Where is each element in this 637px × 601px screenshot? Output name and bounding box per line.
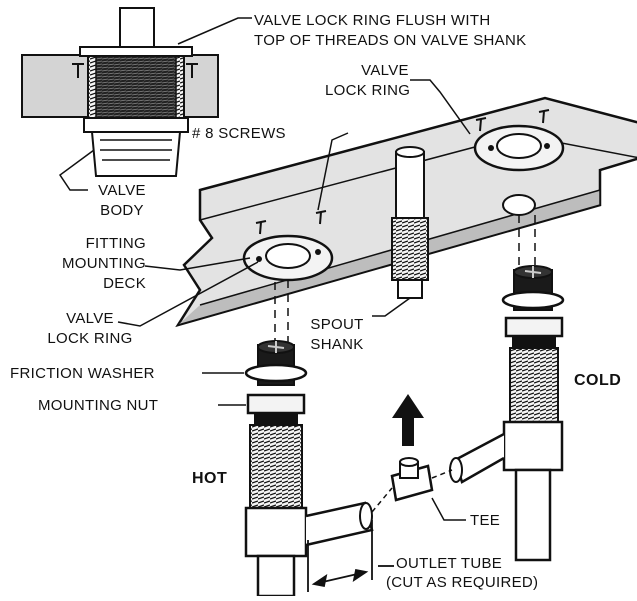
friction-washer bbox=[244, 363, 308, 383]
inset-valve-body bbox=[90, 131, 182, 177]
hot-valve bbox=[244, 340, 374, 598]
screw-icons bbox=[255, 109, 550, 235]
label-valve-body-1: VALVE bbox=[98, 182, 146, 199]
spout-shank bbox=[391, 146, 429, 299]
valve-lock-ring-left bbox=[242, 234, 334, 282]
label-valve-lock-ring-left-2: LOCK RING bbox=[47, 330, 133, 347]
up-arrow-icon bbox=[392, 394, 424, 446]
label-friction-washer: FRICTION WASHER bbox=[10, 365, 155, 382]
label-hot: HOT bbox=[192, 470, 228, 487]
cold-valve bbox=[449, 265, 565, 562]
inset-cross-section bbox=[21, 7, 252, 191]
label-spout-shank-1: SPOUT bbox=[310, 316, 364, 333]
mounting-nut bbox=[246, 393, 306, 415]
inset-mounting-nut bbox=[83, 117, 189, 133]
valve-lock-ring-right bbox=[473, 124, 565, 172]
label-outlet-tube-1: OUTLET TUBE bbox=[396, 555, 503, 572]
label-valve-lock-ring-right-1: VALVE bbox=[361, 62, 409, 79]
outlet-tube-dimension bbox=[307, 520, 394, 592]
label-fitting-deck-2: MOUNTING bbox=[61, 255, 146, 272]
label-screws: # 8 SCREWS bbox=[192, 125, 286, 142]
label-valve-body-2: BODY bbox=[100, 202, 144, 219]
inset-lock-ring bbox=[79, 46, 193, 57]
label-spout-shank-2: SHANK bbox=[310, 336, 364, 353]
label-lock-ring-flush-1: VALVE LOCK RING FLUSH WITH bbox=[254, 12, 491, 29]
label-mounting-nut: MOUNTING NUT bbox=[38, 397, 159, 414]
alignment-lines bbox=[274, 215, 536, 345]
label-valve-lock-ring-right-2: LOCK RING bbox=[325, 82, 411, 99]
label-cold: COLD bbox=[574, 372, 622, 389]
label-fitting-deck-3: DECK bbox=[103, 275, 146, 292]
label-outlet-tube-2: (CUT AS REQUIRED) bbox=[386, 574, 539, 591]
label-fitting-deck-1: FITTING bbox=[85, 235, 146, 252]
label-lock-ring-flush-2: TOP OF THREADS ON VALVE SHANK bbox=[254, 32, 527, 49]
label-valve-lock-ring-left-1: VALVE bbox=[66, 310, 114, 327]
tee-fitting bbox=[371, 457, 453, 513]
label-tee: TEE bbox=[470, 512, 501, 529]
leader-lines bbox=[117, 79, 471, 521]
